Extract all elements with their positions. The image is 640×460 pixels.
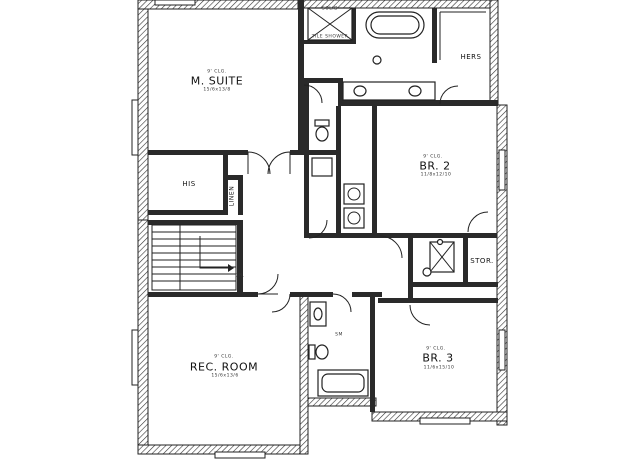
hers-closet-label: HERS [460,53,482,61]
door-swings [247,84,489,326]
bedroom-2-ceiling: 9' CLG. [423,154,443,160]
bedroom-3-dims: 11/6x15/10 [423,365,455,371]
bedroom-2-dims: 11/8x12/10 [420,172,452,178]
bedroom-3-name: BR. 3 [422,351,454,365]
small-note: SM [335,332,343,338]
his-closet-label: HIS [182,180,196,188]
rec-room-dims: 15/6x13/6 [211,373,239,379]
storage-label: STOR. [470,257,494,265]
washer [343,207,365,229]
toilet-bath3-icon [315,344,329,360]
shower-label-bottom: TILE SHOWER [311,34,349,40]
bedroom-3-ceiling: 9' CLG. [426,346,446,352]
floor-drain-icon [372,55,382,65]
toilet-icon [315,126,329,142]
dryer [343,183,365,205]
staircase [151,224,237,291]
utility-sink [311,157,333,177]
rec-room-name: REC. ROOM [189,360,259,374]
rec-room-ceiling: 9' CLG. [214,354,234,360]
fixtures [307,7,486,397]
interior-walls [148,0,498,412]
stair-down-note: DN. [235,273,245,279]
master-suite-dims: 15/6x13/8 [203,87,231,93]
exterior-walls [131,0,508,459]
master-suite-name: M. SUITE [190,74,244,88]
bedroom-2-name: BR. 2 [419,159,451,173]
shower-label-top: SOLID [321,6,339,12]
linen-label: LINEN [228,185,236,207]
master-suite-ceiling: 9' CLG. [207,69,227,75]
